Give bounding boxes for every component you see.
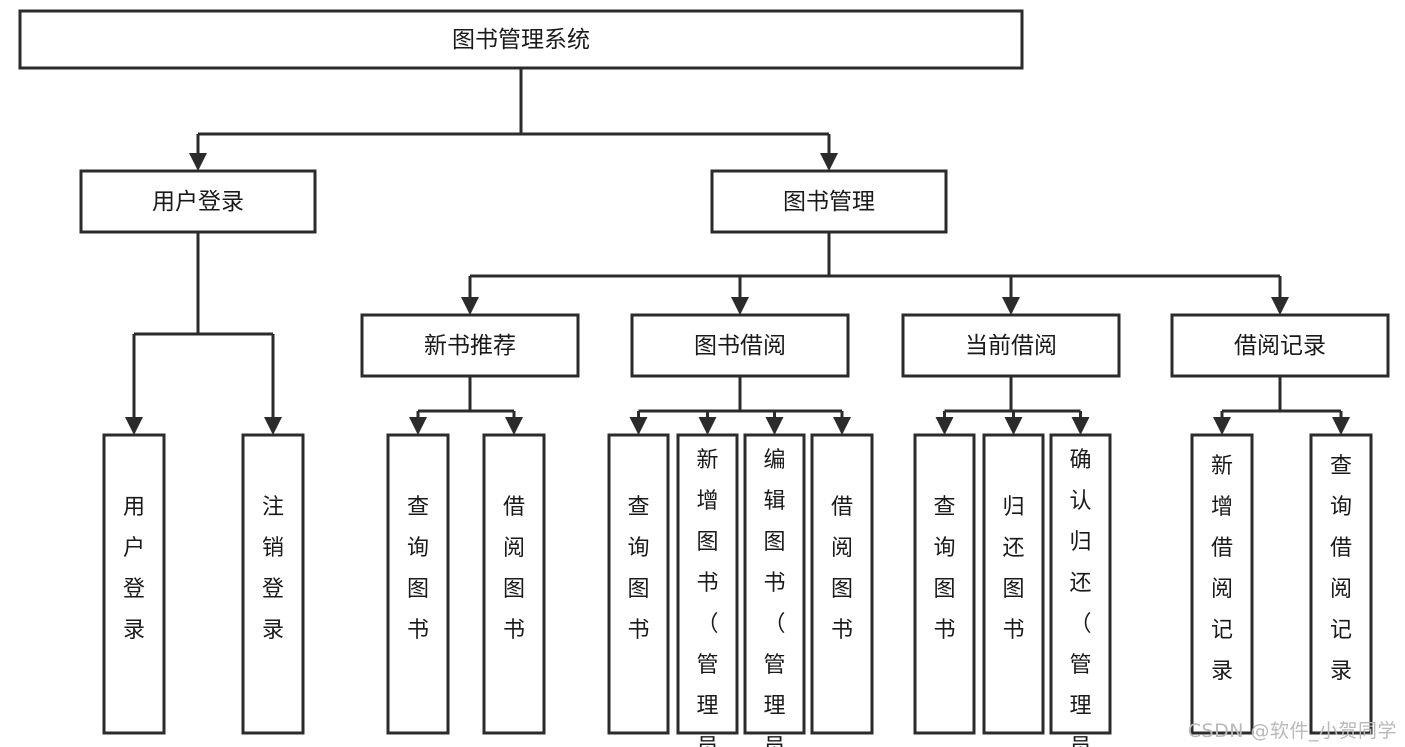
node-label-root: 图书管理系统 [452,27,590,53]
node-box-leaf-confirm-return [1049,433,1112,735]
node-label-borrow-record: 借阅记录 [1234,333,1326,359]
bookmgmt-to-new-book-recommend-arrowhead [461,297,479,315]
node-box-leaf-borrow-book-2 [810,433,874,735]
node-label-leaf-add-record: 新增借阅记录 [1211,454,1233,684]
node-label-leaf-add-book: 新增图书（管理员） [696,448,718,747]
node-leaf-query-book-2[interactable]: 查询图书 [607,433,670,735]
node-label-book-management: 图书管理 [783,189,875,215]
current-borrow-to-leaf-return-book-arrowhead [1004,417,1023,435]
csdn-watermark: CSDN @软件_小贺同学 [1187,720,1397,742]
node-book-borrow[interactable]: 图书借阅 [630,313,850,378]
node-box-book-management [710,169,948,234]
node-label-user-login: 用户登录 [152,189,244,215]
node-label-leaf-borrow-book-1: 借阅图书 [503,495,525,643]
node-label-leaf-logout: 注销登录 [262,495,284,643]
node-user-login[interactable]: 用户登录 [79,169,317,234]
node-leaf-query-record[interactable]: 查询借阅记录 [1309,433,1373,735]
root-to-user-login-arrowhead [189,153,207,171]
node-box-root [18,9,1024,70]
new-book-recommend-to-leaf-query-book-1-arrowhead [409,417,427,435]
node-leaf-query-book-3[interactable]: 查询图书 [913,433,976,735]
node-label-leaf-confirm-return: 确认归还（管理员） [1069,448,1091,747]
new-book-recommend-to-leaf-borrow-book-1-arrowhead [505,417,523,435]
bookmgmt-to-current-borrow-arrowhead [1002,297,1020,315]
node-label-leaf-user-login: 用户登录 [123,495,145,643]
node-label-book-borrow: 图书借阅 [694,333,786,359]
node-box-leaf-edit-book [743,433,806,735]
node-layer: 图书管理系统用户登录图书管理新书推荐图书借阅当前借阅借阅记录用户登录注销登录查询… [18,9,1390,747]
node-box-leaf-add-record [1190,433,1254,735]
node-box-leaf-query-book-3 [913,433,976,735]
node-label-current-borrow: 当前借阅 [965,333,1057,359]
node-label-leaf-query-record: 查询借阅记录 [1330,454,1352,684]
node-box-current-borrow [901,313,1121,378]
node-leaf-add-book[interactable]: 新增图书（管理员） [676,433,739,747]
user-login-to-leaf-user-login-arrowhead [125,417,143,435]
node-box-leaf-user-login [102,433,166,735]
node-leaf-query-book-1[interactable]: 查询图书 [386,433,450,735]
node-leaf-user-login[interactable]: 用户登录 [102,433,166,735]
node-leaf-borrow-book-2[interactable]: 借阅图书 [810,433,874,735]
node-leaf-add-record[interactable]: 新增借阅记录 [1190,433,1254,735]
book-borrow-to-leaf-query-book-2-arrowhead [629,417,648,435]
node-borrow-record[interactable]: 借阅记录 [1170,313,1390,378]
connector-layer [125,68,1350,435]
node-box-leaf-query-book-2 [607,433,670,735]
node-box-leaf-query-book-1 [386,433,450,735]
node-box-book-borrow [630,313,850,378]
borrow-record-to-leaf-add-record-arrowhead [1213,417,1231,435]
node-box-borrow-record [1170,313,1390,378]
node-label-leaf-query-book-2: 查询图书 [627,495,649,643]
book-borrow-to-leaf-add-book-arrowhead [698,417,717,435]
node-current-borrow[interactable]: 当前借阅 [901,313,1121,378]
bookmgmt-to-book-borrow-arrowhead [731,297,749,315]
node-label-leaf-query-book-1: 查询图书 [407,495,429,643]
node-box-leaf-borrow-book-1 [482,433,546,735]
node-label-leaf-query-book-3: 查询图书 [933,495,955,643]
bookmgmt-to-borrow-record-arrowhead [1271,297,1289,315]
node-leaf-return-book[interactable]: 归还图书 [982,433,1045,735]
node-new-book-recommend[interactable]: 新书推荐 [360,313,580,378]
node-box-user-login [79,169,317,234]
node-leaf-logout[interactable]: 注销登录 [241,433,305,735]
node-leaf-confirm-return[interactable]: 确认归还（管理员） [1049,433,1112,747]
node-box-new-book-recommend [360,313,580,378]
node-book-management[interactable]: 图书管理 [710,169,948,234]
node-label-leaf-return-book: 归还图书 [1002,495,1024,643]
node-box-leaf-return-book [982,433,1045,735]
node-root[interactable]: 图书管理系统 [18,9,1024,70]
node-leaf-borrow-book-1[interactable]: 借阅图书 [482,433,546,735]
user-login-to-leaf-logout-arrowhead [264,417,282,435]
node-leaf-edit-book[interactable]: 编辑图书（管理员） [743,433,806,747]
root-to-book-management-arrowhead [820,153,838,171]
node-label-new-book-recommend: 新书推荐 [424,333,516,359]
node-box-leaf-add-book [676,433,739,735]
borrow-record-to-leaf-query-record-arrowhead [1332,417,1350,435]
node-box-leaf-logout [241,433,305,735]
book-borrow-to-leaf-edit-book-arrowhead [765,417,784,435]
node-box-leaf-query-record [1309,433,1373,735]
book-borrow-to-leaf-borrow-book-2-arrowhead [833,417,851,435]
node-label-leaf-edit-book: 编辑图书（管理员） [763,448,785,747]
current-borrow-to-leaf-confirm-return-arrowhead [1071,417,1090,435]
current-borrow-to-leaf-query-book-3-arrowhead [935,417,954,435]
node-label-leaf-borrow-book-2: 借阅图书 [831,495,853,643]
